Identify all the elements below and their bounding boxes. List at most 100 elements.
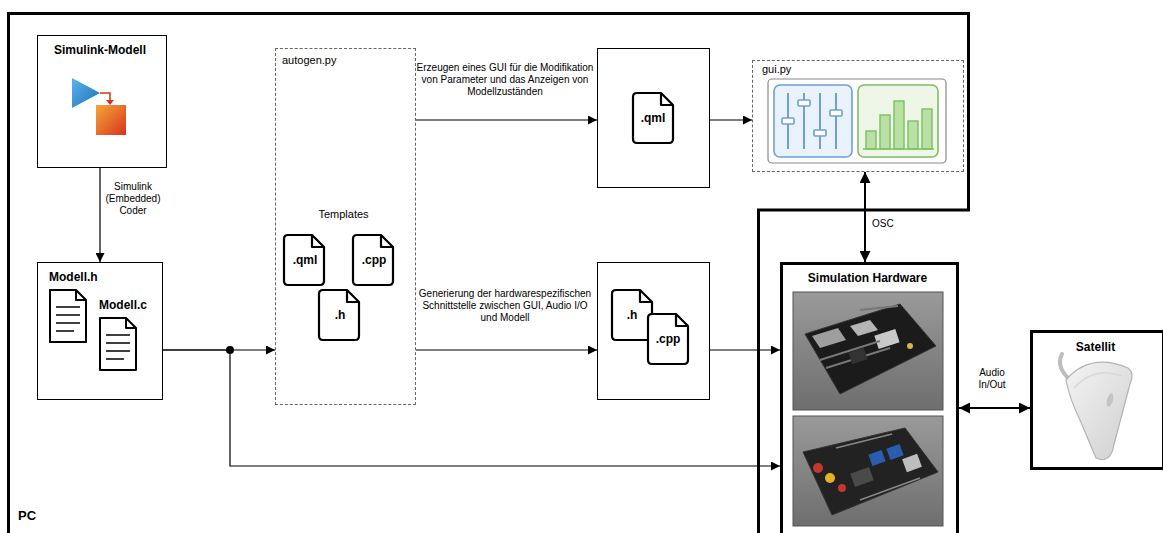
- shape-polygon: [803, 428, 938, 515]
- board-photo: [793, 416, 943, 526]
- shape-rect: [868, 450, 885, 466]
- shape-rect: [768, 79, 946, 163]
- shape-rect: [96, 105, 126, 135]
- simulink-icon: [72, 78, 126, 135]
- shape-g: [820, 306, 898, 368]
- shape-circle: [813, 463, 823, 473]
- file-icon: [648, 314, 688, 364]
- shape-rect: [858, 85, 938, 157]
- shape-path: [100, 318, 136, 370]
- file-label: .qml: [285, 253, 325, 267]
- connector: [99, 168, 100, 262]
- shape-rect: [793, 292, 943, 410]
- shape-polygon: [812, 328, 846, 348]
- document-icon: [100, 318, 136, 370]
- connector: [864, 172, 866, 262]
- shape-g: [782, 100, 842, 136]
- shape-rect: [880, 115, 890, 149]
- shape-line: [860, 478, 920, 500]
- shape-line: [836, 434, 892, 448]
- edge-label: Erzeugen eines GUI für die Modifikation …: [416, 62, 594, 98]
- shape-polygon: [805, 304, 936, 394]
- file-name: Modell.c: [99, 298, 159, 312]
- box-title: Satellit: [1033, 340, 1158, 354]
- box-title: Simulation Hardware: [783, 271, 952, 285]
- shape-line: [826, 348, 890, 368]
- shape-path: [1066, 362, 1132, 459]
- file-label: .cpp: [354, 253, 394, 267]
- shape-rect: [874, 329, 899, 349]
- shape-path: [56, 307, 80, 331]
- edge-label: Simulink (Embedded) Coder: [103, 181, 163, 217]
- shape-polygon: [106, 100, 114, 105]
- shape-rect: [902, 454, 922, 473]
- shape-path: [640, 290, 652, 302]
- hearing-aid: [1060, 354, 1132, 460]
- shape-path: [126, 318, 136, 328]
- shape-rect: [849, 348, 868, 364]
- file-label: .qml: [633, 111, 673, 125]
- shape-rect: [922, 109, 932, 149]
- document-icon: [50, 290, 86, 342]
- gui-box: gui.py: [752, 60, 964, 172]
- shape-rect: [894, 101, 904, 149]
- shape-g: [836, 434, 920, 500]
- shape-rect: [814, 130, 826, 136]
- script-box: autogen.pyTemplates.qml.cpp.h: [275, 48, 416, 405]
- shape-rect: [774, 85, 852, 157]
- shape-path: [353, 235, 393, 285]
- shape-path: [1060, 354, 1068, 378]
- file-name: Modell.h: [49, 270, 121, 284]
- shape-path: [347, 290, 359, 302]
- shape-path: [676, 314, 688, 326]
- connector: [163, 350, 780, 466]
- box-title: Simulink-Modell: [38, 43, 162, 57]
- connector: [416, 119, 597, 120]
- connector: [710, 349, 780, 350]
- group-title: Templates: [276, 208, 411, 221]
- shape-ellipse: [1105, 392, 1114, 407]
- shape-g: [788, 93, 836, 149]
- shape-line: [860, 306, 898, 310]
- file-label: .h: [612, 308, 652, 322]
- file-label: .cpp: [648, 332, 688, 346]
- shape-path: [381, 235, 393, 247]
- shape-polyline: [100, 93, 110, 101]
- shape-rect: [850, 467, 874, 487]
- shape-path: [1074, 373, 1122, 388]
- shape-rect: [866, 131, 876, 149]
- script-name: autogen.py: [282, 54, 392, 67]
- file-icon: [319, 290, 359, 340]
- connector: [416, 349, 597, 350]
- shape-rect: [830, 110, 842, 116]
- shape-path: [612, 290, 652, 340]
- region-title: PC: [18, 508, 78, 524]
- shape-g: [866, 101, 932, 149]
- edge-label: OSC: [872, 218, 912, 230]
- file-box: .qml: [597, 48, 710, 188]
- region-border: [9, 14, 969, 533]
- shape-path: [76, 290, 86, 300]
- shape-rect: [793, 416, 943, 526]
- shape-path: [319, 290, 359, 340]
- shape-path: [648, 314, 688, 364]
- hardware-box: Simulation Hardware: [780, 262, 959, 533]
- shape-path: [312, 235, 324, 247]
- shape-circle: [825, 473, 835, 483]
- file-icon: [353, 235, 393, 285]
- shape-polygon: [72, 78, 100, 108]
- shape-circle: [838, 484, 846, 492]
- file-icon: [633, 93, 673, 143]
- model-box: Simulink-Modell: [37, 35, 167, 168]
- shape-path: [661, 93, 673, 105]
- script-name: gui.py: [762, 63, 842, 76]
- shape-line: [819, 93, 821, 149]
- file-icon: [612, 290, 652, 340]
- device-box: Satellit: [1030, 330, 1163, 470]
- shape-line: [835, 93, 837, 149]
- shape-rect: [908, 121, 918, 149]
- edge-label: Audio In/Out: [972, 367, 1012, 391]
- file-icon: [284, 235, 324, 285]
- code-box: Modell.hModell.c: [37, 262, 163, 400]
